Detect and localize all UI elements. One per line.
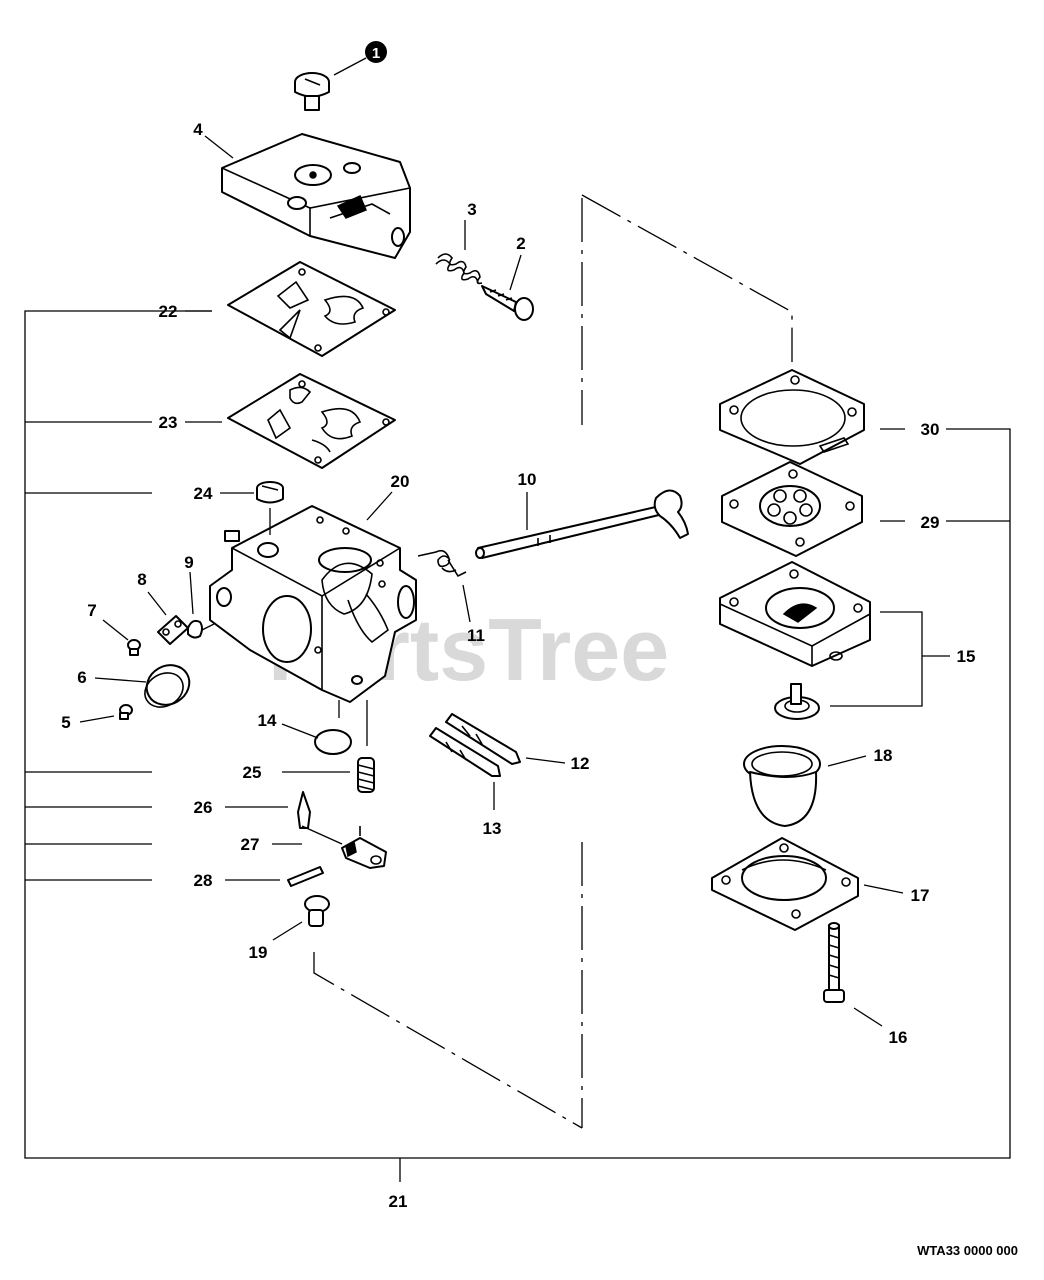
kit-bracket xyxy=(24,310,1011,1182)
label-16: 16 xyxy=(889,1028,908,1047)
valve-part-15 xyxy=(774,683,820,720)
label-14: 14 xyxy=(258,711,277,730)
gasket-part-30 xyxy=(719,369,905,465)
label-28: 28 xyxy=(194,871,213,890)
disc-part-6 xyxy=(94,664,191,708)
label-12: 12 xyxy=(571,754,590,773)
label-4: 4 xyxy=(193,120,203,139)
screw-part-7 xyxy=(102,619,141,656)
label-5: 5 xyxy=(61,713,70,732)
carburetor-body-part-20 xyxy=(209,491,417,703)
throttle-shaft-part-10 xyxy=(475,489,689,559)
label-29: 29 xyxy=(921,513,940,532)
screw-part-5 xyxy=(79,704,133,723)
label-21: 21 xyxy=(389,1192,408,1211)
label-9: 9 xyxy=(184,553,193,572)
label-11: 11 xyxy=(467,626,485,645)
needle-part-13 xyxy=(429,727,501,810)
cover-plate-part-17 xyxy=(711,837,904,931)
svg-text:1: 1 xyxy=(372,45,380,62)
clip-part-9 xyxy=(187,571,203,639)
callout-badge xyxy=(365,41,387,63)
label-22: 22 xyxy=(159,302,178,321)
label-2: 2 xyxy=(516,234,525,253)
diaphragm-part-29 xyxy=(721,461,905,557)
plate-part-8 xyxy=(147,591,189,645)
spring-part-25 xyxy=(282,757,375,793)
label-19: 19 xyxy=(249,943,268,962)
torsion-spring-part-11 xyxy=(417,549,471,623)
part-labels: 2 3 4 5 6 7 8 9 10 11 12 13 14 15 16 17 … xyxy=(61,120,975,1211)
label-15: 15 xyxy=(957,647,976,666)
label-8: 8 xyxy=(137,570,146,589)
label-23: 23 xyxy=(159,413,178,432)
screw-part-1: 1 xyxy=(294,41,387,111)
label-24: 24 xyxy=(194,484,213,503)
alignment-lines xyxy=(313,194,793,1129)
label-18: 18 xyxy=(874,746,893,765)
label-10: 10 xyxy=(518,470,537,489)
label-6: 6 xyxy=(77,668,86,687)
diagram-code: WTA33 0000 000 xyxy=(917,1243,1018,1258)
screw-part-19 xyxy=(272,895,330,941)
label-3: 3 xyxy=(467,200,476,219)
label-27: 27 xyxy=(241,835,260,854)
gasket-part-23 xyxy=(185,373,396,469)
label-17: 17 xyxy=(911,886,930,905)
plug-part-24 xyxy=(220,481,284,504)
label-25: 25 xyxy=(243,763,262,782)
label-7: 7 xyxy=(87,601,96,620)
needle-part-26 xyxy=(225,791,311,829)
carburetor-cover-part-4 xyxy=(204,133,411,259)
label-30: 30 xyxy=(921,420,940,439)
primer-bulb-part-18 xyxy=(743,745,867,827)
o-ring-part-14 xyxy=(281,723,352,755)
label-20: 20 xyxy=(391,472,410,491)
long-screw-part-16 xyxy=(823,922,883,1027)
needle-part-12 xyxy=(445,713,566,765)
label-26: 26 xyxy=(194,798,213,817)
screw-part-2 xyxy=(481,254,534,321)
spring-part-3 xyxy=(435,220,483,285)
label-13: 13 xyxy=(483,819,502,838)
pin-part-28 xyxy=(225,866,324,887)
lever-part-27 xyxy=(272,825,387,869)
gasket-part-22 xyxy=(185,261,396,357)
pump-body-part-15 xyxy=(719,561,950,707)
